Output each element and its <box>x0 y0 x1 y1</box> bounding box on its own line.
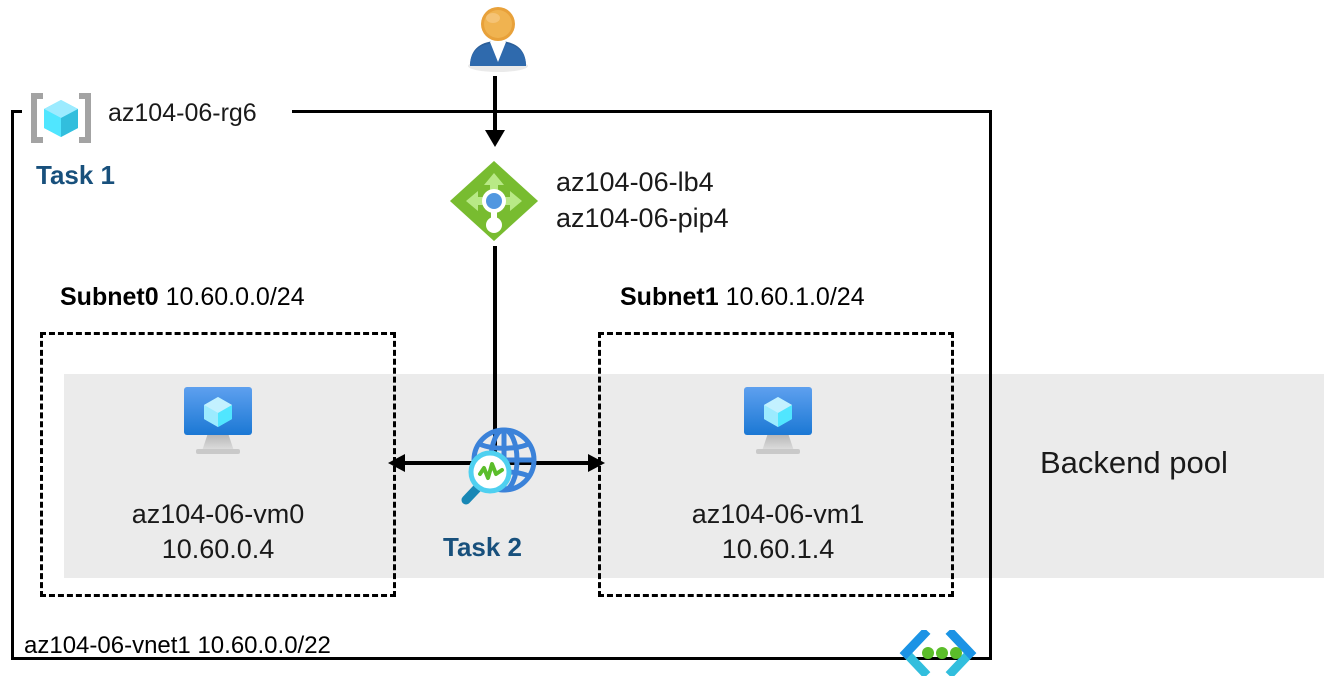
virtual-network-icon <box>898 627 978 679</box>
subnet0-cidr: 10.60.0.0/24 <box>165 283 305 311</box>
resource-group-icon <box>30 92 92 144</box>
backend-pool-label: Backend pool <box>1040 445 1228 480</box>
subnet1-name: Subnet1 <box>620 283 719 311</box>
resource-group-name: az104-06-rg6 <box>108 99 257 127</box>
vm1-ip: 10.60.1.4 <box>721 534 835 565</box>
load-balancer-names: az104-06-lb4 az104-06-pip4 <box>556 164 729 237</box>
vm0-labels: az104-06-vm0 10.60.0.4 <box>98 497 338 567</box>
arrowhead-to-subnet0 <box>388 454 405 472</box>
vm0-name: az104-06-vm0 <box>131 499 305 529</box>
subnet0-title: Subnet0 10.60.0.0/24 <box>60 283 305 312</box>
subnet0-name: Subnet0 <box>60 283 159 311</box>
connector-user-to-lb <box>493 76 497 138</box>
arrowhead-user-to-lb <box>485 130 505 147</box>
task-2-label: Task 2 <box>443 532 523 562</box>
load-balancer-icon <box>446 157 542 253</box>
vm0-ip: 10.60.0.4 <box>161 534 275 565</box>
load-balancer-name: az104-06-lb4 <box>556 167 714 197</box>
resource-group-boundary <box>11 110 992 660</box>
arrowhead-to-subnet1 <box>588 454 605 472</box>
vnet-label: az104-06-vnet1 10.60.0.0/22 <box>24 632 331 659</box>
subnet1-title: Subnet1 10.60.1.0/24 <box>620 283 865 312</box>
vm1-name: az104-06-vm1 <box>691 499 865 529</box>
task-1-label: Task 1 <box>36 160 116 190</box>
virtual-machine-icon <box>738 383 818 459</box>
subnet1-cidr: 10.60.1.0/24 <box>725 283 865 311</box>
connector-lb-to-network-watcher <box>493 246 497 462</box>
backend-pool-band <box>64 374 1324 578</box>
public-ip-name: az104-06-pip4 <box>556 203 729 234</box>
virtual-machine-icon <box>178 383 258 459</box>
network-watcher-icon <box>452 418 544 510</box>
user-icon <box>462 4 534 76</box>
vm1-labels: az104-06-vm1 10.60.1.4 <box>658 497 898 567</box>
